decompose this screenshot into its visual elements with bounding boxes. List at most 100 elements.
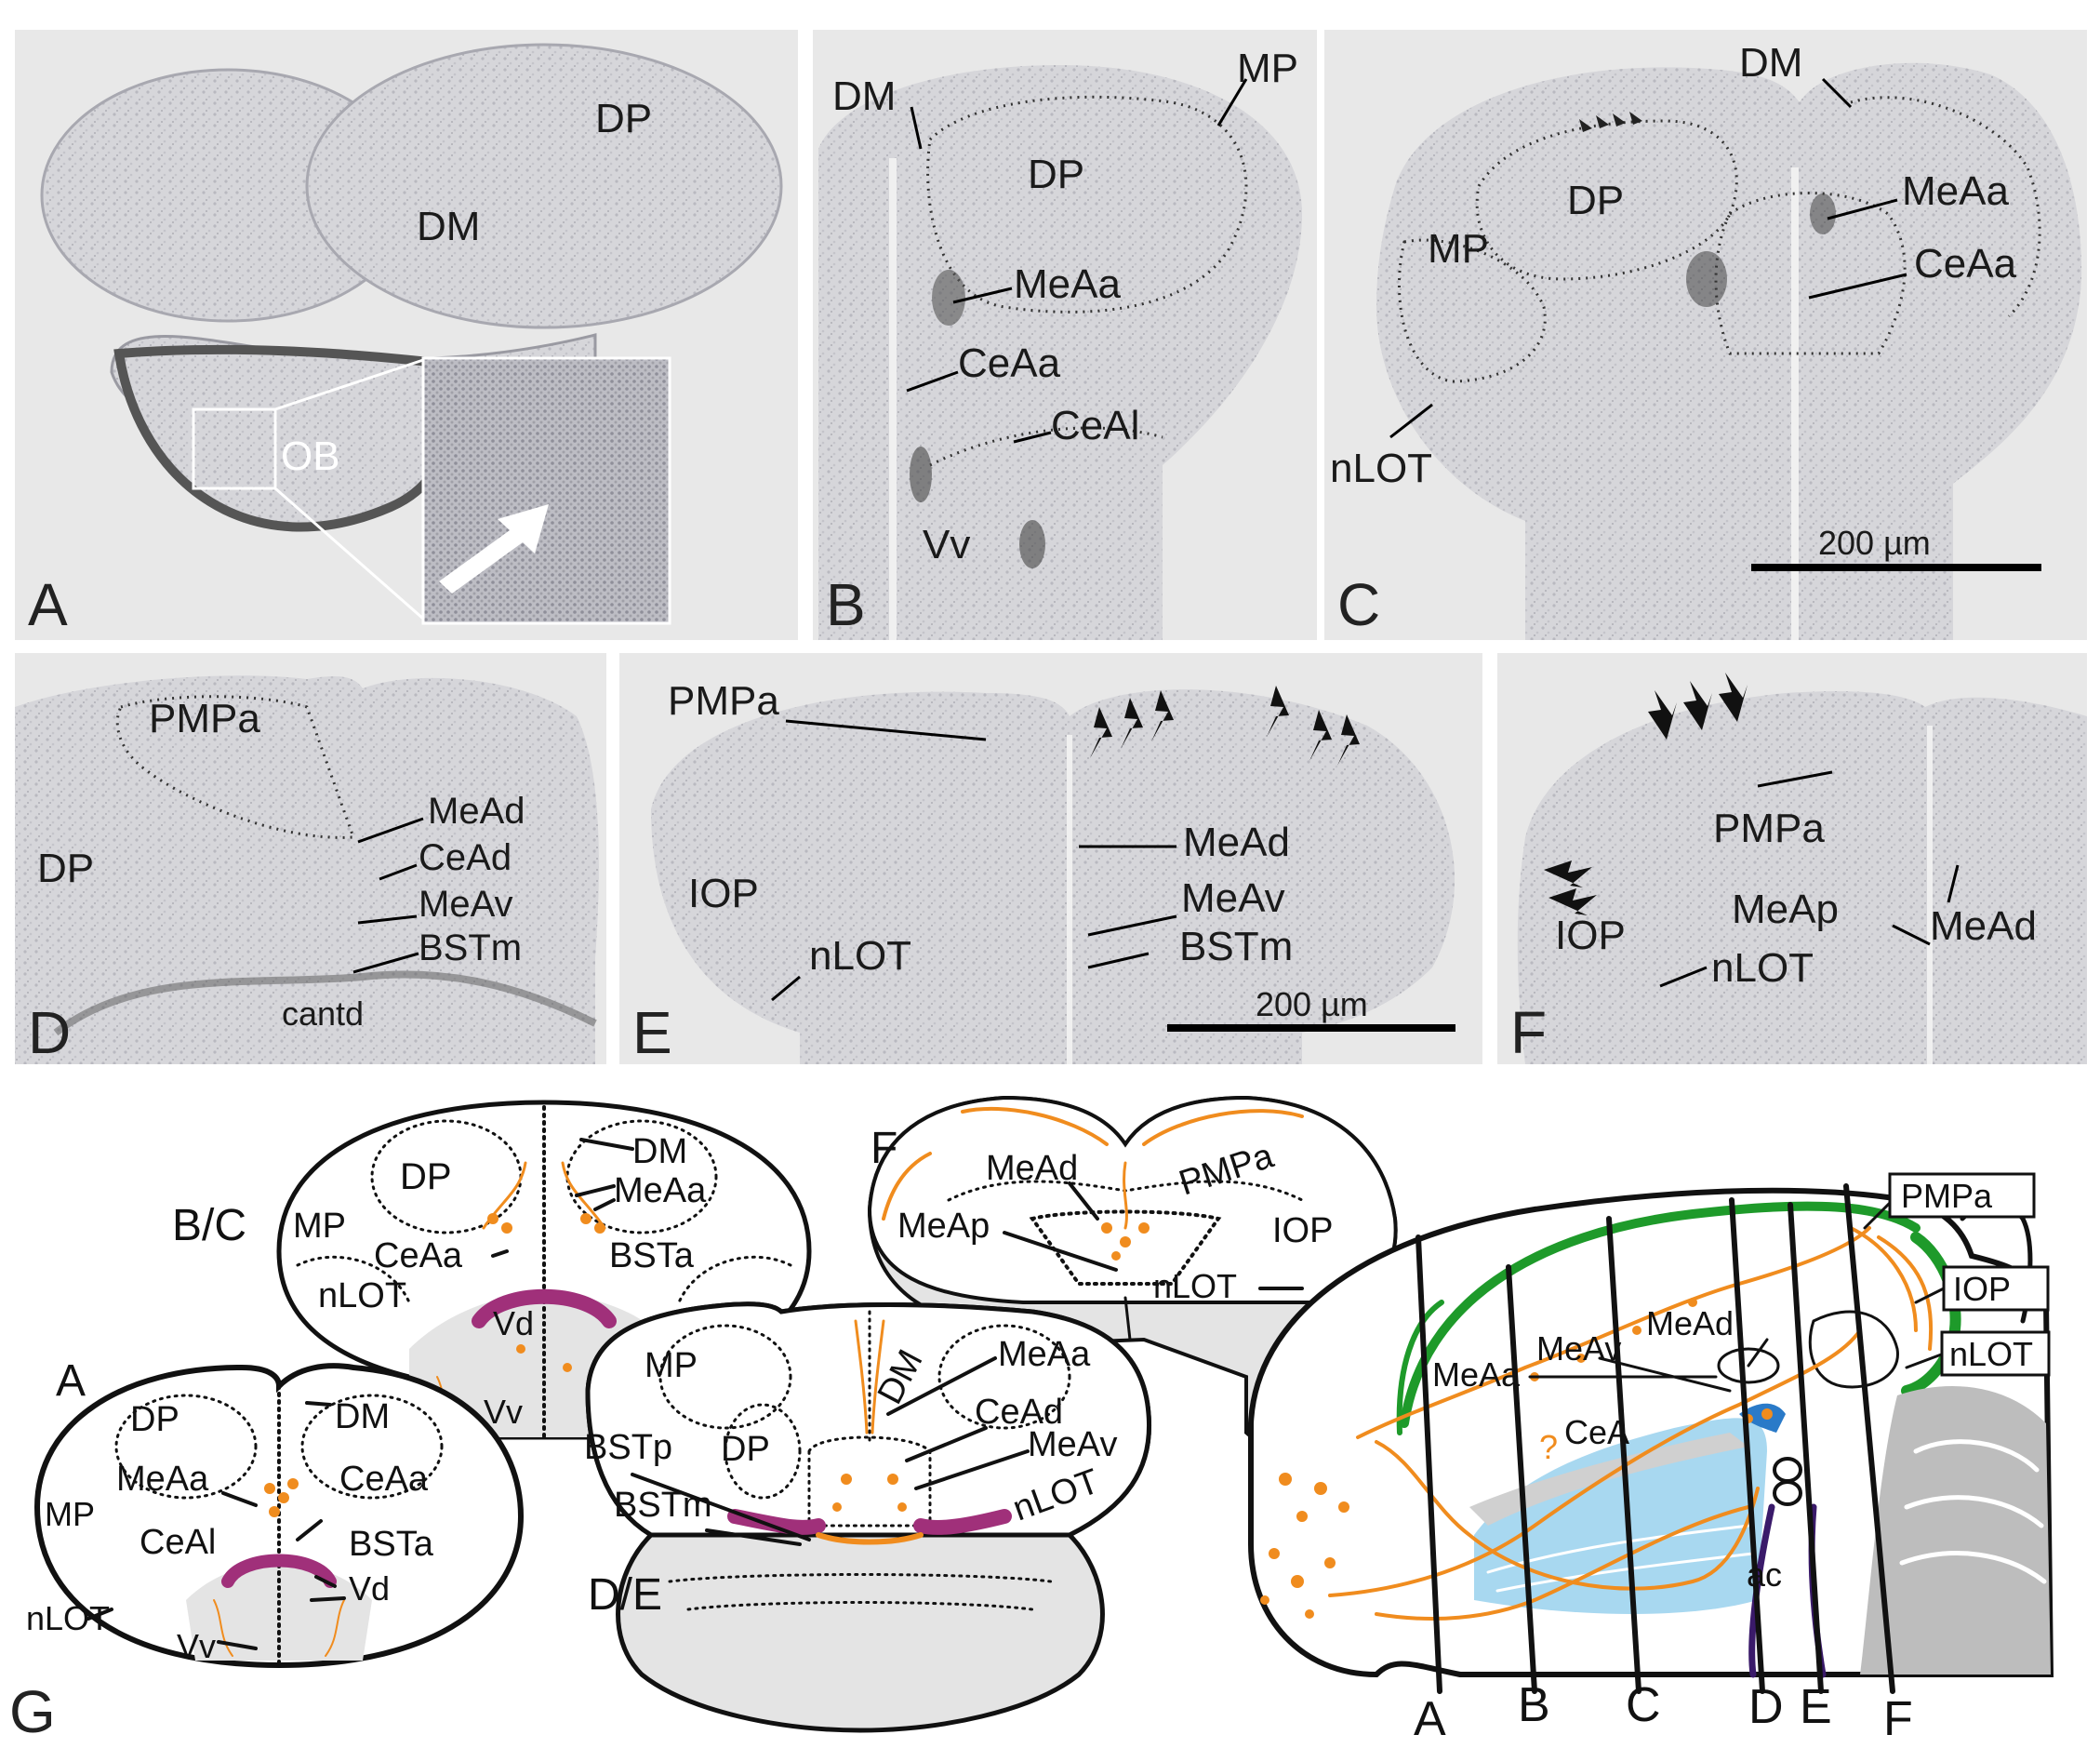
sag-box-nlot bbox=[1940, 1330, 2051, 1377]
label-b-meaa: MeAa bbox=[1014, 261, 1121, 307]
label-e-meav: MeAv bbox=[1181, 875, 1285, 921]
g-bc-mp: MP bbox=[293, 1207, 346, 1246]
sag-meav: MeAv bbox=[1536, 1329, 1621, 1368]
label-a-dp: DP bbox=[595, 96, 652, 141]
label-c-dp: DP bbox=[1567, 178, 1624, 223]
section-a: A DP DM MeAa CeAa MP CeAl BSTa Vd nLOT V… bbox=[26, 1356, 525, 1669]
scale-bar-c-label: 200 µm bbox=[1818, 524, 1931, 562]
sag-section-f: F bbox=[1883, 1692, 1913, 1746]
g-a-vd: Vd bbox=[349, 1569, 390, 1608]
label-f-mead: MeAd bbox=[1930, 903, 2037, 949]
g-de-mp: MP bbox=[645, 1346, 698, 1385]
label-d-bstm: BSTm bbox=[419, 927, 522, 968]
panel-f: PMPa MeAp MeAd IOP nLOT F bbox=[1510, 673, 2087, 1066]
g-bc-ceaa: CeAa bbox=[374, 1236, 463, 1275]
sag-section-d: D bbox=[1748, 1680, 1784, 1734]
white-arrow bbox=[439, 504, 549, 594]
label-d-dp: DP bbox=[37, 846, 94, 891]
g-a-ceaa: CeAa bbox=[339, 1460, 429, 1499]
panel-a: DP DM OB A bbox=[28, 43, 783, 638]
label-d-cead: CeAd bbox=[419, 837, 512, 878]
g-bc-bsta: BSTa bbox=[609, 1236, 695, 1275]
g-bc-vd: Vd bbox=[493, 1304, 534, 1342]
sag-section-b: B bbox=[1518, 1678, 1550, 1732]
label-c-mp: MP bbox=[1428, 226, 1489, 272]
panel-letter-g: G bbox=[9, 1678, 56, 1745]
sag-mead: MeAd bbox=[1646, 1304, 1734, 1342]
label-b-dm: DM bbox=[832, 73, 896, 119]
sag-cea: CeA bbox=[1564, 1413, 1629, 1451]
panel-letter-a: A bbox=[28, 571, 68, 638]
label-e-iop: IOP bbox=[688, 871, 759, 916]
panel-letter-f: F bbox=[1510, 999, 1547, 1066]
sagittal-view: ? MeAd MeAv MeAa CeA ac PMPa IOP bbox=[1248, 1172, 2054, 1746]
label-b-dp: DP bbox=[1028, 152, 1084, 197]
panel-b: DM MP DP MeAa CeAa CeAl Vv B bbox=[818, 46, 1302, 640]
panel-letter-d: D bbox=[28, 999, 71, 1066]
label-e-nlot: nLOT bbox=[809, 933, 911, 979]
label-b-ceaa: CeAa bbox=[958, 340, 1061, 386]
sag-box-nlot-text: nLOT bbox=[1949, 1335, 2033, 1373]
label-c-meaa: MeAa bbox=[1902, 168, 2009, 214]
ob-box bbox=[192, 407, 277, 490]
g-a-mp: MP bbox=[45, 1495, 95, 1533]
g-a-dm: DM bbox=[335, 1397, 390, 1436]
g-f-mead: MeAd bbox=[986, 1149, 1078, 1188]
g-bc-dp: DP bbox=[400, 1156, 452, 1197]
g-a-bsta: BSTa bbox=[349, 1525, 434, 1564]
g-de-meaa: MeAa bbox=[998, 1335, 1091, 1374]
g-de-dp: DP bbox=[721, 1430, 770, 1469]
sag-section-e: E bbox=[1800, 1680, 1832, 1734]
g-bc-vv: Vv bbox=[484, 1393, 523, 1431]
label-e-bstm: BSTm bbox=[1179, 924, 1293, 969]
g-a-nlot: nLOT bbox=[26, 1599, 110, 1637]
label-b-mp: MP bbox=[1237, 46, 1298, 91]
g-a-ceal: CeAl bbox=[140, 1523, 216, 1562]
g-de-meav: MeAv bbox=[1028, 1425, 1117, 1464]
panel-c: 200 µm DM DP MeAa CeAa MP nLOT C bbox=[1330, 40, 2082, 641]
g-de-bstp: BSTp bbox=[584, 1428, 672, 1467]
arrows-e bbox=[1090, 686, 1360, 766]
section-f: F MeAd PMPa MeAp IOP nLOT bbox=[867, 1095, 1398, 1448]
g-bc-dm: DM bbox=[632, 1132, 687, 1171]
sag-ac: ac bbox=[1747, 1555, 1782, 1594]
panel-d: PMPa MeAd CeAd MeAv BSTm DP cantd D bbox=[15, 675, 599, 1066]
label-b-vv: Vv bbox=[923, 522, 970, 567]
panel-letter-c: C bbox=[1337, 571, 1380, 638]
g-f-title: F bbox=[871, 1124, 897, 1173]
label-f-meap: MeAp bbox=[1732, 887, 1839, 932]
label-e-mead: MeAd bbox=[1183, 820, 1290, 865]
sag-box-pmpa-text: PMPa bbox=[1901, 1177, 1993, 1215]
sag-question: ? bbox=[1539, 1428, 1558, 1466]
g-bc-meaa: MeAa bbox=[614, 1171, 707, 1210]
g-f-iop: IOP bbox=[1272, 1211, 1333, 1250]
schematic-g: B/C DP DM MeAa MP CeAa BSTa nLOT Vd Vv bbox=[9, 1095, 2054, 1746]
arrows-f bbox=[1544, 673, 1748, 915]
g-a-dp: DP bbox=[130, 1400, 179, 1439]
label-c-ceaa: CeAa bbox=[1914, 241, 2017, 287]
panel-letter-e: E bbox=[632, 999, 672, 1066]
sag-section-a: A bbox=[1414, 1692, 1446, 1746]
label-d-cantd: cantd bbox=[282, 994, 364, 1033]
label-d-mead: MeAd bbox=[428, 791, 525, 832]
label-b-ceal: CeAl bbox=[1051, 403, 1139, 448]
g-de-title: D/E bbox=[588, 1570, 662, 1620]
label-f-pmpa: PMPa bbox=[1713, 806, 1825, 851]
sag-box-pmpa bbox=[1888, 1172, 2036, 1219]
label-a-dm: DM bbox=[417, 204, 480, 249]
g-bc-title: B/C bbox=[172, 1201, 246, 1250]
label-d-meav: MeAv bbox=[419, 884, 513, 925]
sag-box-iop-text: IOP bbox=[1953, 1270, 2011, 1308]
label-a-ob: OB bbox=[281, 434, 340, 479]
sag-section-c: C bbox=[1626, 1678, 1661, 1732]
g-bc-nlot: nLOT bbox=[318, 1276, 406, 1315]
label-f-nlot: nLOT bbox=[1711, 945, 1814, 991]
label-c-nlot: nLOT bbox=[1330, 446, 1432, 491]
g-a-vv: Vv bbox=[177, 1627, 216, 1665]
sag-box-iop bbox=[1942, 1265, 2050, 1312]
label-f-iop: IOP bbox=[1555, 913, 1626, 958]
sag-meaa: MeAa bbox=[1432, 1355, 1521, 1394]
panel-letter-b: B bbox=[826, 571, 866, 638]
g-f-nlot: nLOT bbox=[1153, 1267, 1237, 1305]
